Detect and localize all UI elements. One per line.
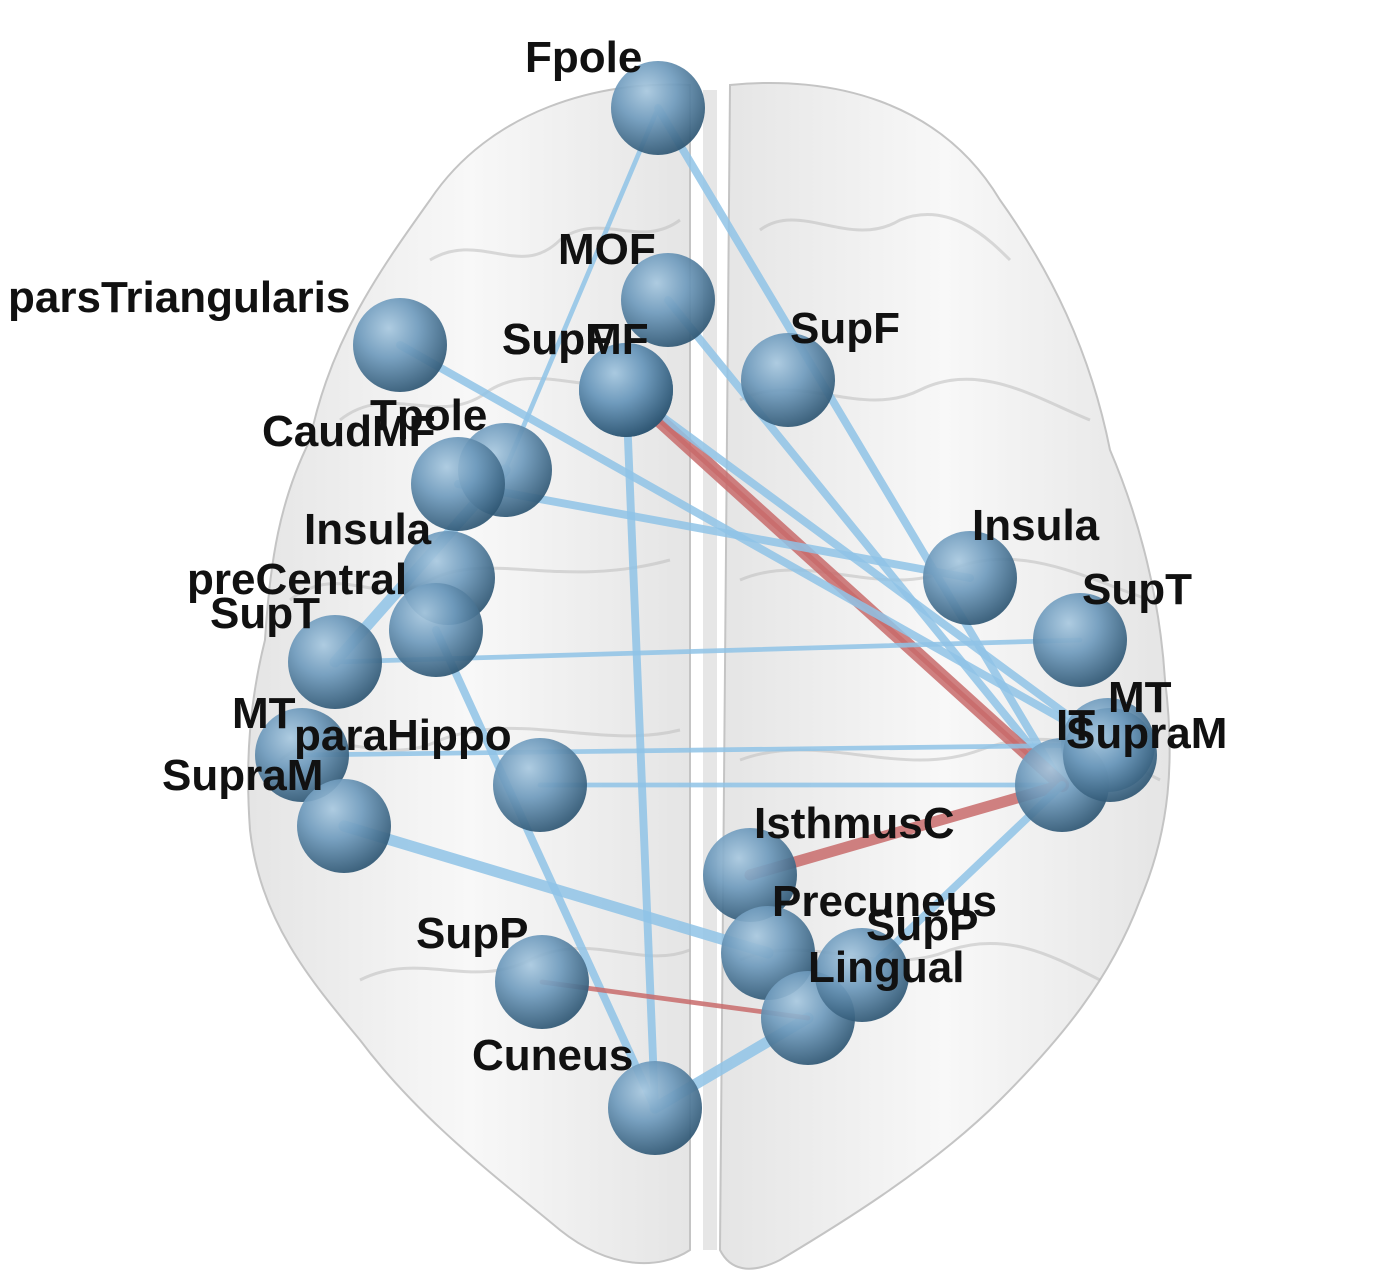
node-label-supf: SupF <box>790 304 900 353</box>
edge-n5-n18 <box>396 341 1112 749</box>
node-label-mof: MOF <box>558 225 656 274</box>
node-parstriangularis <box>353 298 447 392</box>
node-label-supmf: SupMF <box>502 315 649 364</box>
edge-n7-n16 <box>454 480 974 582</box>
edge-n4-n18 <box>622 386 1112 749</box>
node-label-cuneus: Cuneus <box>472 1031 633 1080</box>
node-label-precuneus: Precuneus <box>772 877 997 926</box>
node-label-supp: SupP <box>416 909 528 958</box>
node-supf <box>741 333 835 427</box>
node-label-caudmf: CaudMF <box>262 407 436 456</box>
sulcus-line <box>759 213 1012 262</box>
sulcus-line <box>429 218 681 262</box>
node-label-precentral: preCentral <box>187 555 407 604</box>
node-supt <box>1033 593 1127 687</box>
node-label-supt: SupT <box>210 589 320 638</box>
node-supp <box>495 935 589 1029</box>
node-mt <box>255 708 349 802</box>
node-supram <box>297 779 391 873</box>
node-cuneus <box>608 1061 702 1155</box>
node-supmf <box>579 343 673 437</box>
edge-n13-n22 <box>338 820 774 959</box>
node-label-mt: MT <box>232 689 296 738</box>
node-tpole <box>411 437 505 531</box>
node-label-supf: SupF <box>502 315 612 364</box>
node-label-supp: SupP <box>866 901 978 950</box>
edge-n9-n15 <box>432 626 659 1112</box>
node-label-supram: SupraM <box>162 751 323 800</box>
edge-n11-n18 <box>299 742 1111 758</box>
node-label-supt: SupT <box>1082 565 1192 614</box>
edge-n1-n19 <box>654 104 1066 789</box>
node-label-supram: SupraM <box>1066 709 1227 758</box>
node-mof <box>621 253 715 347</box>
node-lingual <box>815 928 909 1022</box>
node-label-fpole: Fpole <box>525 33 642 82</box>
node-label-parstriangularis: parsTriangularis <box>8 273 350 322</box>
node-fpole <box>611 61 705 155</box>
edge-n25-n19 <box>623 387 1065 788</box>
node-label-mt: MT <box>1108 673 1172 722</box>
node-insula <box>923 531 1017 625</box>
brain-surface <box>247 82 1171 1270</box>
node-supt <box>288 615 382 709</box>
node-label-lingual: Lingual <box>808 943 964 992</box>
node-precentral <box>389 583 483 677</box>
node-parahippo <box>493 738 587 832</box>
edge-n2-n19 <box>664 296 1066 789</box>
node-isthmusc <box>703 828 797 922</box>
node-label-isthmusc: IsthmusC <box>754 799 954 848</box>
node-label-insula: Insula <box>304 505 432 554</box>
node-label-it: IT <box>1056 701 1095 750</box>
node-label-tpole: Tpole <box>370 391 487 440</box>
node-supram <box>1063 708 1157 802</box>
node-label-parahippo: paraHippo <box>294 711 512 760</box>
edge-n21-n19 <box>744 779 1068 881</box>
node-label-insula: Insula <box>972 501 1100 550</box>
edge-n1-n6 <box>502 105 661 473</box>
